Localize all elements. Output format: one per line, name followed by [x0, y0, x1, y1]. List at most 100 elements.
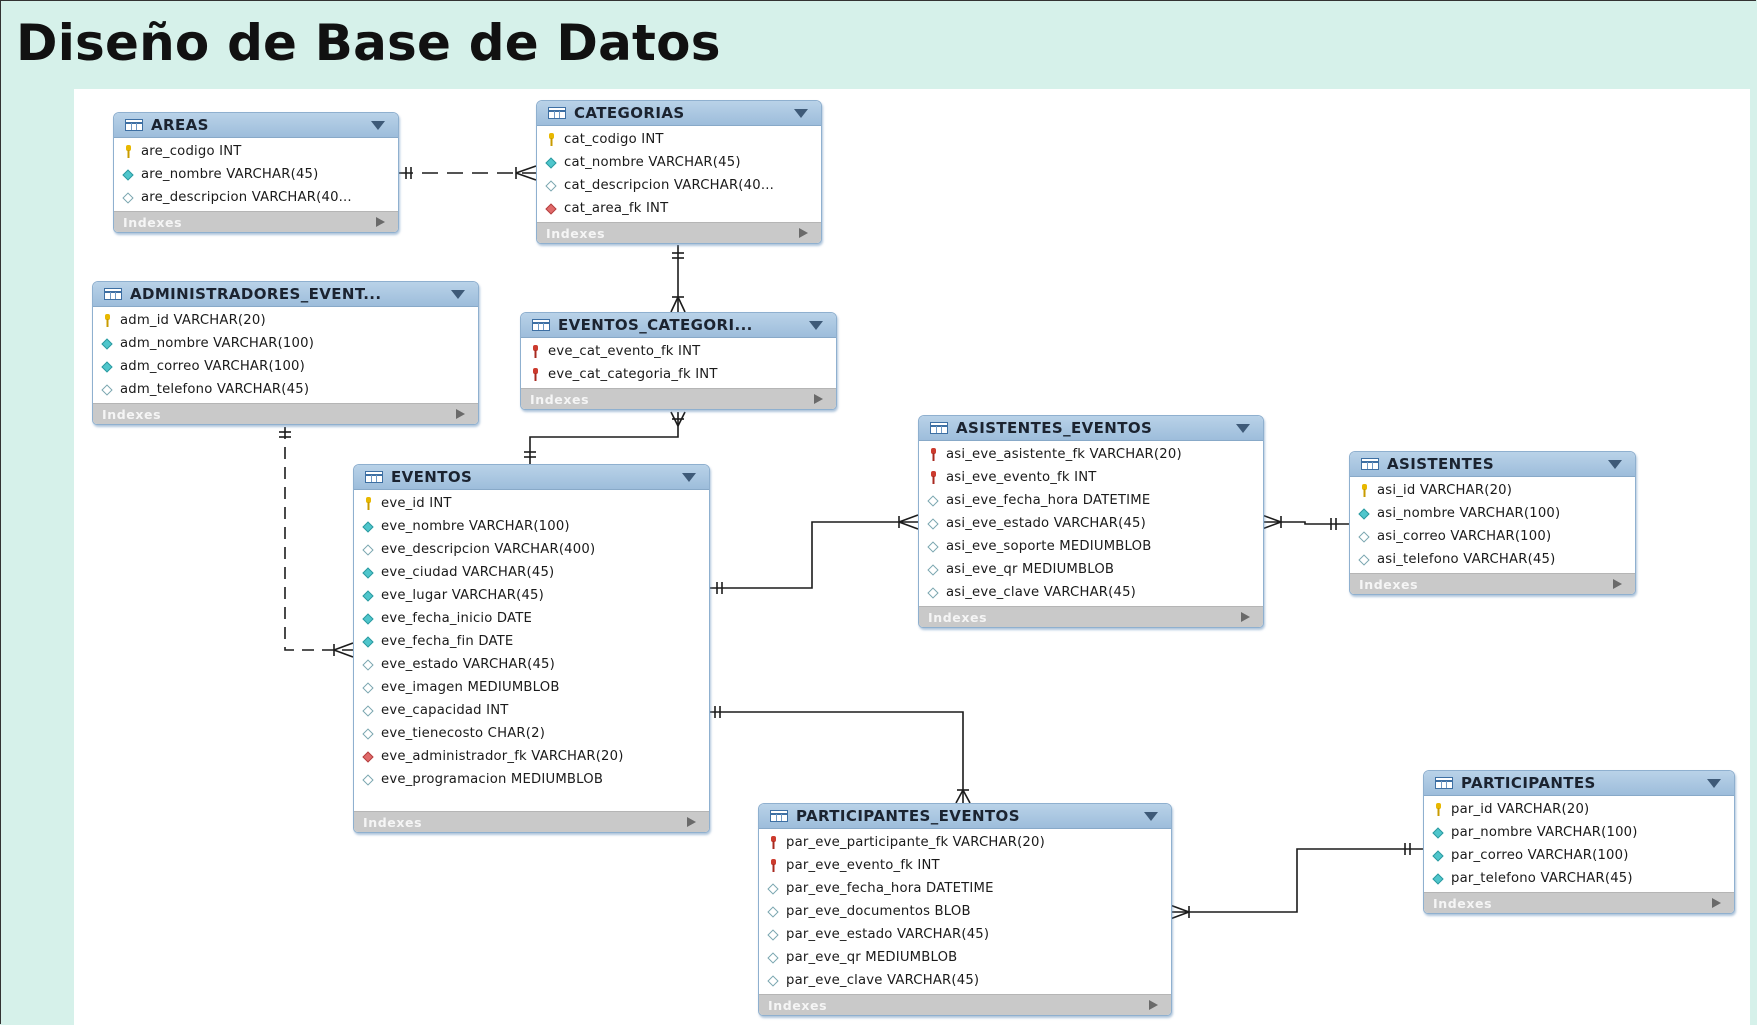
indexes-section[interactable]: Indexes: [354, 811, 709, 832]
column-row[interactable]: asi_correo VARCHAR(100): [1350, 525, 1635, 548]
column-row[interactable]: asi_id VARCHAR(20): [1350, 479, 1635, 502]
expand-arrow-icon[interactable]: [1712, 898, 1721, 908]
column-label: adm_nombre VARCHAR(100): [120, 336, 315, 351]
indexes-section[interactable]: Indexes: [1350, 573, 1635, 594]
column-row[interactable]: eve_fecha_inicio DATE: [354, 607, 709, 630]
column-row[interactable]: cat_codigo INT: [537, 128, 821, 151]
column-row[interactable]: eve_fecha_fin DATE: [354, 630, 709, 653]
table-name: CATEGORIAS: [574, 104, 685, 122]
column-row[interactable]: asi_nombre VARCHAR(100): [1350, 502, 1635, 525]
column-row[interactable]: eve_imagen MEDIUMBLOB: [354, 676, 709, 699]
column-row[interactable]: eve_descripcion VARCHAR(400): [354, 538, 709, 561]
column-label: eve_capacidad INT: [381, 703, 509, 718]
column-row[interactable]: asi_telefono VARCHAR(45): [1350, 548, 1635, 571]
column-row[interactable]: adm_nombre VARCHAR(100): [93, 332, 478, 355]
column-row[interactable]: eve_estado VARCHAR(45): [354, 653, 709, 676]
table-header[interactable]: PARTICIPANTES_EVENTOS: [759, 804, 1171, 829]
table-header[interactable]: ASISTENTES_EVENTOS: [919, 416, 1263, 441]
column-row[interactable]: asi_eve_evento_fk INT: [919, 466, 1263, 489]
table-header[interactable]: ASISTENTES: [1350, 452, 1635, 477]
nullable-column-icon: [767, 928, 779, 941]
table-header[interactable]: CATEGORIAS: [537, 101, 821, 126]
column-row[interactable]: eve_ciudad VARCHAR(45): [354, 561, 709, 584]
table-asistentes[interactable]: ASISTENTES asi_id VARCHAR(20)asi_nombre …: [1349, 451, 1636, 595]
table-asistentes-eventos[interactable]: ASISTENTES_EVENTOS asi_eve_asistente_fk …: [918, 415, 1264, 628]
table-header[interactable]: EVENTOS: [354, 465, 709, 490]
column-row[interactable]: eve_cat_categoria_fk INT: [521, 363, 836, 386]
column-row[interactable]: adm_id VARCHAR(20): [93, 309, 478, 332]
table-participantes[interactable]: PARTICIPANTES par_id VARCHAR(20)par_nomb…: [1423, 770, 1735, 914]
column-row[interactable]: par_eve_qr MEDIUMBLOB: [759, 946, 1171, 969]
column-row[interactable]: eve_lugar VARCHAR(45): [354, 584, 709, 607]
column-row[interactable]: par_eve_fecha_hora DATETIME: [759, 877, 1171, 900]
table-participantes-eventos[interactable]: PARTICIPANTES_EVENTOS par_eve_participan…: [758, 803, 1172, 1016]
collapse-arrow-icon[interactable]: [809, 321, 823, 330]
indexes-section[interactable]: Indexes: [1424, 892, 1734, 913]
column-row[interactable]: asi_eve_fecha_hora DATETIME: [919, 489, 1263, 512]
column-row[interactable]: par_eve_participante_fk VARCHAR(20): [759, 831, 1171, 854]
column-row[interactable]: cat_descripcion VARCHAR(40...: [537, 174, 821, 197]
column-row[interactable]: par_telefono VARCHAR(45): [1424, 867, 1734, 890]
indexes-label: Indexes: [1359, 576, 1419, 592]
expand-arrow-icon[interactable]: [799, 228, 808, 238]
expand-arrow-icon[interactable]: [1149, 1000, 1158, 1010]
column-row[interactable]: eve_administrador_fk VARCHAR(20): [354, 745, 709, 768]
indexes-section[interactable]: Indexes: [93, 403, 478, 424]
expand-arrow-icon[interactable]: [376, 217, 385, 227]
indexes-section[interactable]: Indexes: [919, 606, 1263, 627]
column-row[interactable]: par_eve_evento_fk INT: [759, 854, 1171, 877]
column-row[interactable]: par_eve_estado VARCHAR(45): [759, 923, 1171, 946]
column-row[interactable]: par_id VARCHAR(20): [1424, 798, 1734, 821]
collapse-arrow-icon[interactable]: [1236, 424, 1250, 433]
column-row[interactable]: par_nombre VARCHAR(100): [1424, 821, 1734, 844]
column-row[interactable]: adm_correo VARCHAR(100): [93, 355, 478, 378]
table-administradores-eventos[interactable]: ADMINISTRADORES_EVENT... adm_id VARCHAR(…: [92, 281, 479, 425]
column-row[interactable]: eve_capacidad INT: [354, 699, 709, 722]
column-row[interactable]: asi_eve_soporte MEDIUMBLOB: [919, 535, 1263, 558]
collapse-arrow-icon[interactable]: [1707, 779, 1721, 788]
column-row[interactable]: asi_eve_qr MEDIUMBLOB: [919, 558, 1263, 581]
column-row[interactable]: are_descripcion VARCHAR(40...: [114, 186, 398, 209]
collapse-arrow-icon[interactable]: [1608, 460, 1622, 469]
column-row[interactable]: par_eve_documentos BLOB: [759, 900, 1171, 923]
column-row[interactable]: eve_programacion MEDIUMBLOB: [354, 768, 709, 791]
expand-arrow-icon[interactable]: [1241, 612, 1250, 622]
collapse-arrow-icon[interactable]: [794, 109, 808, 118]
table-eventos-categorias[interactable]: EVENTOS_CATEGORI... eve_cat_evento_fk IN…: [520, 312, 837, 410]
table-header[interactable]: EVENTOS_CATEGORI...: [521, 313, 836, 338]
column-row[interactable]: eve_nombre VARCHAR(100): [354, 515, 709, 538]
indexes-section[interactable]: Indexes: [537, 222, 821, 243]
column-label: eve_fecha_inicio DATE: [381, 611, 533, 626]
column-row[interactable]: eve_id INT: [354, 492, 709, 515]
expand-arrow-icon[interactable]: [814, 394, 823, 404]
expand-arrow-icon[interactable]: [1613, 579, 1622, 589]
column-row[interactable]: asi_eve_clave VARCHAR(45): [919, 581, 1263, 604]
column-row[interactable]: eve_cat_evento_fk INT: [521, 340, 836, 363]
table-header[interactable]: PARTICIPANTES: [1424, 771, 1734, 796]
table-header[interactable]: ADMINISTRADORES_EVENT...: [93, 282, 478, 307]
expand-arrow-icon[interactable]: [687, 817, 696, 827]
collapse-arrow-icon[interactable]: [682, 473, 696, 482]
expand-arrow-icon[interactable]: [456, 409, 465, 419]
column-row[interactable]: are_codigo INT: [114, 140, 398, 163]
table-header[interactable]: AREAS: [114, 113, 398, 138]
column-row[interactable]: asi_eve_asistente_fk VARCHAR(20): [919, 443, 1263, 466]
collapse-arrow-icon[interactable]: [1144, 812, 1158, 821]
collapse-arrow-icon[interactable]: [451, 290, 465, 299]
collapse-arrow-icon[interactable]: [371, 121, 385, 130]
column-row[interactable]: are_nombre VARCHAR(45): [114, 163, 398, 186]
column-row[interactable]: par_correo VARCHAR(100): [1424, 844, 1734, 867]
indexes-section[interactable]: Indexes: [114, 211, 398, 232]
column-row[interactable]: adm_telefono VARCHAR(45): [93, 378, 478, 401]
column-row[interactable]: asi_eve_estado VARCHAR(45): [919, 512, 1263, 535]
column-row[interactable]: eve_tienecosto CHAR(2): [354, 722, 709, 745]
column-label: adm_telefono VARCHAR(45): [120, 382, 310, 397]
column-row[interactable]: cat_nombre VARCHAR(45): [537, 151, 821, 174]
indexes-section[interactable]: Indexes: [759, 994, 1171, 1015]
indexes-section[interactable]: Indexes: [521, 388, 836, 409]
column-row[interactable]: par_eve_clave VARCHAR(45): [759, 969, 1171, 992]
column-row[interactable]: cat_area_fk INT: [537, 197, 821, 220]
